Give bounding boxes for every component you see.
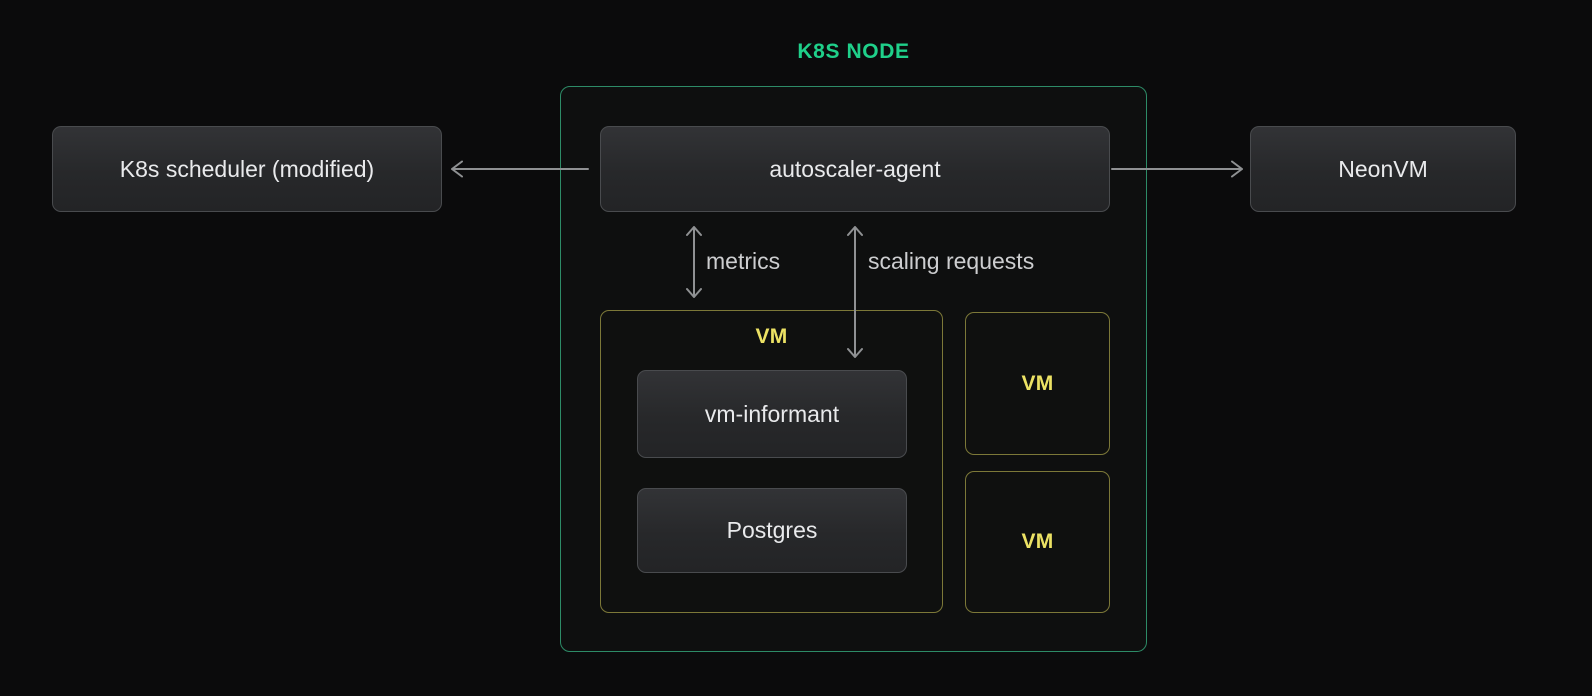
node-postgres-label: Postgres xyxy=(726,517,818,543)
node-k8s-scheduler: K8s scheduler (modified) xyxy=(52,126,442,212)
edge-label-metrics: metrics xyxy=(706,248,781,274)
node-k8s-scheduler-label: K8s scheduler (modified) xyxy=(119,155,375,182)
vm-small-box-2: VM xyxy=(965,471,1110,613)
node-neonvm-label: NeonVM xyxy=(1338,155,1428,182)
node-vm-informant: vm-informant xyxy=(637,370,907,458)
connector-metrics-arrow-icon xyxy=(686,226,702,298)
node-vm-informant-label: vm-informant xyxy=(704,400,840,427)
k8s-node-title: K8S NODE xyxy=(797,40,910,63)
edge-label-scaling-requests: scaling requests xyxy=(868,248,1035,274)
node-neonvm: NeonVM xyxy=(1250,126,1516,212)
connector-scaling-requests-arrow-icon xyxy=(847,226,863,358)
node-postgres: Postgres xyxy=(637,488,907,573)
vm-main-label: VM xyxy=(755,325,788,348)
vm-small-box-1: VM xyxy=(965,312,1110,455)
vm-small-1-label: VM xyxy=(1021,371,1054,395)
node-autoscaler-agent-label: autoscaler-agent xyxy=(769,155,941,182)
node-autoscaler-agent: autoscaler-agent xyxy=(600,126,1110,212)
vm-small-2-label: VM xyxy=(1021,530,1054,553)
connector-agent-to-scheduler-arrow-icon xyxy=(451,160,589,178)
connector-agent-to-neonvm-arrow-icon xyxy=(1111,160,1243,178)
